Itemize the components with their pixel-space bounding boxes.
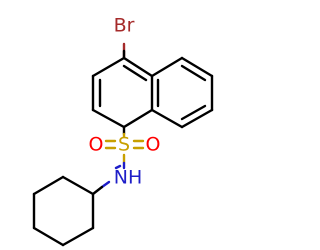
bond-c4a-c5 [150,56,184,78]
bond-c4a-c4 [122,56,154,78]
molecule-canvas: Br S O O NH [32,14,214,247]
bond-c7-c8-inner [180,104,207,121]
bond-c4a-c4-inner [122,64,148,82]
bond-c7-c8 [180,108,214,129]
structure-diagram: Br S O O NH [32,15,214,247]
bond-c1-c8a [122,108,154,129]
bond-n-c-black [91,185,104,196]
bromine-label: Br [114,15,135,37]
bond-c5-c6 [180,56,214,78]
amine-label: NH [114,167,143,189]
bond-c2-c1 [91,108,126,129]
bond-c8-c8a [150,108,184,129]
bond-s-n-diag [114,164,122,170]
bond-n-c-blue [100,180,111,189]
bond-c4-c3 [91,56,126,78]
oxygen-right-label: O [146,134,161,156]
bond-c5-c6-inner [180,64,207,82]
bond-cy3-cy4 [32,226,65,247]
oxygen-left-label: O [89,134,104,156]
sulfur-label: S [118,134,130,156]
bond-cy5-cy6 [32,175,65,196]
bond-cy2-cy3 [61,226,95,247]
bond-cy6-cy1 [61,175,95,196]
